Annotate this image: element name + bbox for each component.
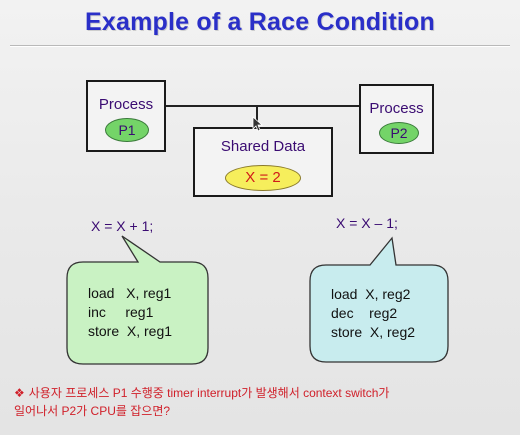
process-p1-id: P1 [105, 118, 149, 142]
shared-data-value: X = 2 [225, 165, 301, 191]
process-p2-box: Process P2 [359, 84, 434, 154]
title-divider [10, 45, 510, 47]
footer-line-1: ❖사용자 프로세스 P1 수행중 timer interrupt가 발생해서 c… [14, 384, 510, 402]
slide-title: Example of a Race Condition [85, 8, 435, 36]
process-p2-label: Process [369, 100, 424, 117]
code-line: load X, reg2 [331, 286, 411, 302]
process-p1-label: Process [98, 96, 154, 113]
code-line: inc reg1 [88, 304, 154, 320]
code-line: dec reg2 [331, 305, 398, 321]
code-line: load X, reg1 [88, 285, 172, 301]
formula-p2: X = X – 1; [336, 215, 398, 231]
formula-p1: X = X + 1; [91, 218, 154, 234]
footer-question: ❖사용자 프로세스 P1 수행중 timer interrupt가 발생해서 c… [14, 384, 510, 420]
process-p1-box: Process P1 [86, 80, 166, 152]
shared-data-box: Shared Data X = 2 [193, 127, 333, 197]
connector-horizontal [165, 105, 359, 107]
diamond-bullet-icon: ❖ [14, 386, 25, 400]
connector-vertical [256, 105, 258, 128]
code-line: store X, reg2 [331, 324, 416, 340]
footer-text-1: 사용자 프로세스 P1 수행중 timer interrupt가 발생해서 co… [28, 386, 390, 400]
shared-data-label: Shared Data [220, 138, 306, 155]
mouse-pointer-icon [252, 116, 264, 132]
process-p2-id: P2 [379, 122, 419, 144]
code-block-p2: load X, reg2 dec reg2 store X, reg2 [331, 285, 415, 342]
code-line: store X, reg1 [88, 323, 173, 339]
code-block-p1: load X, reg1 inc reg1 store X, reg1 [88, 284, 172, 341]
footer-text-2: 일어나서 P2가 CPU를 잡으면? [14, 404, 171, 418]
